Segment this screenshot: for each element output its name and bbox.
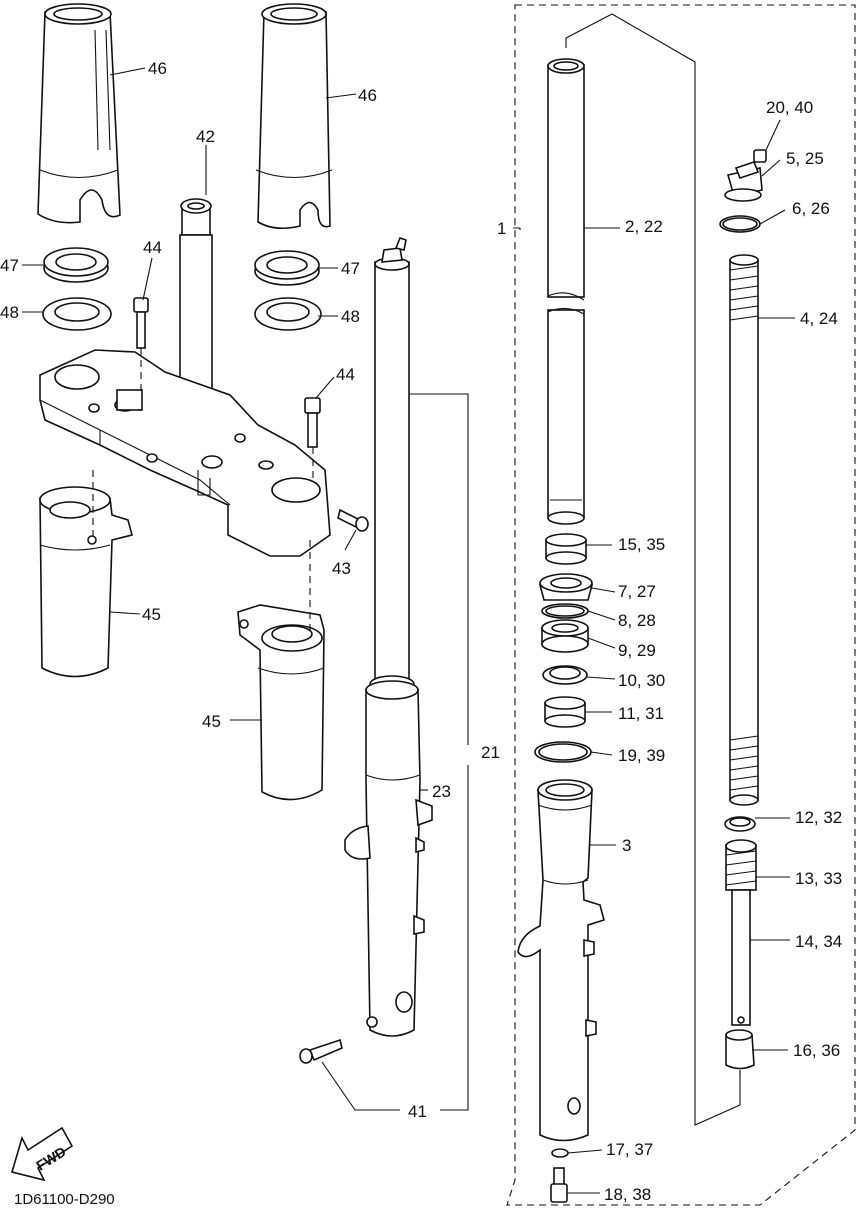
fork-cover-lower-right[interactable] [237,604,325,801]
oil-seal-9[interactable] [541,619,589,653]
callout-46a: 46 [148,59,167,78]
fwd-arrow-icon: FWD [10,1126,74,1182]
callout-48b: 48 [341,307,360,326]
clip-19[interactable] [534,741,592,763]
callout-3: 3 [622,836,631,855]
bolt-44-upper[interactable] [133,297,149,349]
callout-5-25: 5, 25 [786,149,824,168]
alignment-lines [92,348,741,1080]
callout-44b: 44 [336,365,355,384]
callout-17-37: 17, 37 [606,1140,653,1159]
retaining-clip-8[interactable] [541,603,589,619]
callout-19-39: 19, 39 [618,746,665,765]
inner-tube[interactable] [547,58,585,525]
callout-6-26: 6, 26 [792,199,830,218]
callout-16-36: 16, 36 [793,1041,840,1060]
fork-cover-upper-left[interactable] [37,3,121,224]
washer-47-left[interactable] [43,247,109,283]
callout-20-40: 20, 40 [766,98,813,117]
rebound-spring-13[interactable] [725,839,757,891]
callout-45a: 45 [142,605,161,624]
copper-washer-17[interactable] [551,1148,569,1158]
callout-2-22: 2, 22 [625,217,663,236]
piston-ring-12[interactable] [724,816,756,832]
callout-10-30: 10, 30 [618,671,665,690]
washer-10[interactable] [542,665,588,685]
callout-42: 42 [196,127,215,146]
fork-leg-assembly[interactable] [344,237,433,1037]
callout-14-34: 14, 34 [795,932,842,951]
fork-assembly-boundary [506,4,856,1206]
drain-bolt-18[interactable] [550,1167,568,1203]
slide-bushing-15[interactable] [545,533,587,565]
callout-41: 41 [408,1102,427,1121]
callout-46b: 46 [358,86,377,105]
slide-bushing-11[interactable] [544,696,586,728]
callout-15-35: 15, 35 [618,535,665,554]
callout-48a: 48 [0,303,19,322]
callout-47a: 47 [0,256,19,275]
bolt-41[interactable] [299,1038,343,1064]
fork-cover-lower-left[interactable] [39,486,133,678]
callout-21: 21 [481,743,500,762]
callout-44a: 44 [143,238,162,257]
callout-labels: 46 46 42 44 44 47 48 47 48 43 45 45 21 2… [0,59,842,1204]
callout-9-29: 9, 29 [618,641,656,660]
callout-45b: 45 [202,712,221,731]
washer-48-right[interactable] [254,297,322,331]
damper-rod-14[interactable] [731,889,751,1026]
bolt-43[interactable] [337,508,369,532]
callout-18-38: 18, 38 [604,1185,651,1204]
dust-seal-7[interactable] [538,573,594,601]
callout-1: 1 [497,219,506,238]
outer-tube[interactable] [517,779,605,1142]
callout-7-27: 7, 27 [618,582,656,601]
callout-8-28: 8, 28 [618,611,656,630]
callout-23: 23 [432,782,451,801]
leader-lines [22,67,795,1194]
callout-47b: 47 [341,259,360,278]
fork-spring-4[interactable] [729,254,759,806]
diagram-code: 1D61100-D290 [14,1191,115,1208]
washer-47-right[interactable] [254,250,320,286]
washer-48-left[interactable] [42,297,112,331]
callout-12-32: 12, 32 [795,808,842,827]
oil-lock-piece-16[interactable] [725,1029,755,1070]
cap-bolt-5[interactable] [724,161,763,202]
fork-cover-upper-right[interactable] [255,3,333,230]
air-valve-20[interactable] [753,149,767,163]
callout-11-31: 11, 31 [618,704,664,723]
o-ring-6[interactable] [719,215,761,233]
bolt-44-lower[interactable] [304,397,321,448]
callout-13-33: 13, 33 [795,869,842,888]
under-bracket[interactable] [39,349,331,557]
callout-4-24: 4, 24 [800,309,838,328]
callout-43: 43 [332,559,351,578]
